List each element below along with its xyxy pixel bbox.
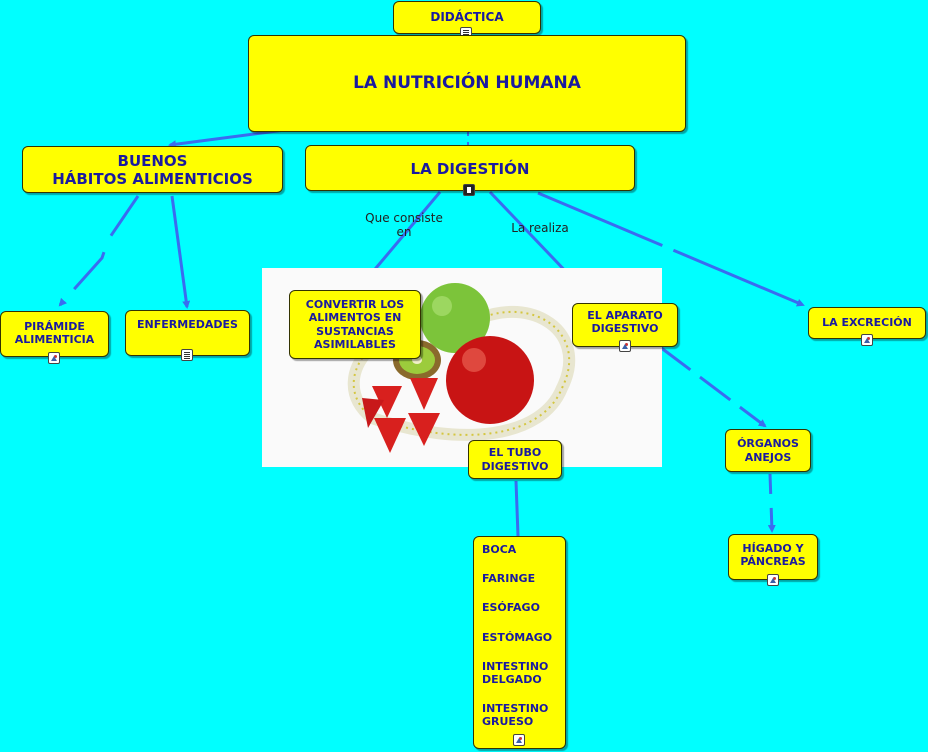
- link-organos-higado: [767, 473, 776, 533]
- node-piramide-label: PIRÁMIDE ALIMENTICIA: [14, 320, 95, 347]
- node-nutricion[interactable]: LA NUTRICIÓN HUMANA: [248, 35, 686, 132]
- link-habitos-enfermedades: [170, 195, 191, 309]
- node-excrecion-label: LA EXCRECIÓN: [822, 316, 912, 329]
- list-item: INTESTINO GRUESO: [482, 702, 549, 729]
- partes-list: BOCA FARINGE ESÓFAGO ESTÓMAGO INTESTINO …: [482, 543, 552, 729]
- link-nutricion-habitos: [168, 128, 286, 149]
- link-aparato-organos: [659, 345, 767, 428]
- image-icon[interactable]: [513, 734, 525, 746]
- node-digestion[interactable]: LA DIGESTIÓN: [305, 145, 635, 196]
- link-label-consiste: Que consiste en: [365, 211, 443, 239]
- node-piramide[interactable]: PIRÁMIDE ALIMENTICIA: [0, 311, 109, 364]
- node-enfermedades-label: ENFERMEDADES: [137, 318, 238, 331]
- node-higado[interactable]: HÍGADO Y PÁNCREAS: [728, 534, 818, 586]
- link-tubo-partes: [514, 480, 520, 537]
- node-organos-label: ÓRGANOS ANEJOS: [737, 437, 799, 464]
- node-organos[interactable]: ÓRGANOS ANEJOS: [725, 429, 811, 472]
- node-tubo-label: EL TUBO DIGESTIVO: [481, 446, 549, 473]
- link-label-realiza: La realiza: [511, 221, 569, 235]
- node-habitos-label: BUENOS HÁBITOS ALIMENTICIOS: [52, 151, 253, 188]
- image-icon[interactable]: [861, 334, 873, 346]
- list-item: FARINGE: [482, 572, 536, 586]
- node-habitos[interactable]: BUENOS HÁBITOS ALIMENTICIOS: [22, 146, 283, 193]
- list-item: BOCA: [482, 543, 517, 556]
- image-icon[interactable]: [48, 352, 60, 364]
- node-nutricion-label: LA NUTRICIÓN HUMANA: [353, 73, 581, 94]
- node-convertir-label: CONVERTIR LOS ALIMENTOS EN SUSTANCIAS AS…: [305, 298, 405, 351]
- image-icon[interactable]: [619, 340, 631, 352]
- node-partes[interactable]: BOCA FARINGE ESÓFAGO ESTÓMAGO INTESTINO …: [473, 536, 566, 749]
- node-convertir[interactable]: CONVERTIR LOS ALIMENTOS EN SUSTANCIAS AS…: [289, 290, 421, 359]
- node-aparato-label: EL APARATO DIGESTIVO: [587, 309, 663, 336]
- node-tubo[interactable]: EL TUBO DIGESTIVO: [468, 440, 562, 479]
- document-icon[interactable]: [181, 349, 193, 361]
- link-digestion-excrecion: [537, 191, 805, 307]
- node-excrecion[interactable]: LA EXCRECIÓN: [808, 307, 926, 346]
- node-aparato[interactable]: EL APARATO DIGESTIVO: [572, 303, 678, 352]
- node-didactica[interactable]: DIDÁCTICA: [393, 1, 541, 39]
- node-higado-label: HÍGADO Y PÁNCREAS: [740, 542, 806, 569]
- node-didactica-label: DIDÁCTICA: [430, 10, 504, 24]
- node-digestion-label: LA DIGESTIÓN: [410, 160, 530, 178]
- image-icon[interactable]: [767, 574, 779, 586]
- list-item: ESTÓMAGO: [482, 630, 553, 644]
- link-habitos-piramide: [58, 195, 140, 307]
- film-icon[interactable]: [463, 184, 475, 196]
- node-enfermedades[interactable]: ENFERMEDADES: [125, 310, 250, 361]
- list-item: INTESTINO DELGADO: [482, 659, 549, 686]
- list-item: ESÓFAGO: [482, 601, 540, 615]
